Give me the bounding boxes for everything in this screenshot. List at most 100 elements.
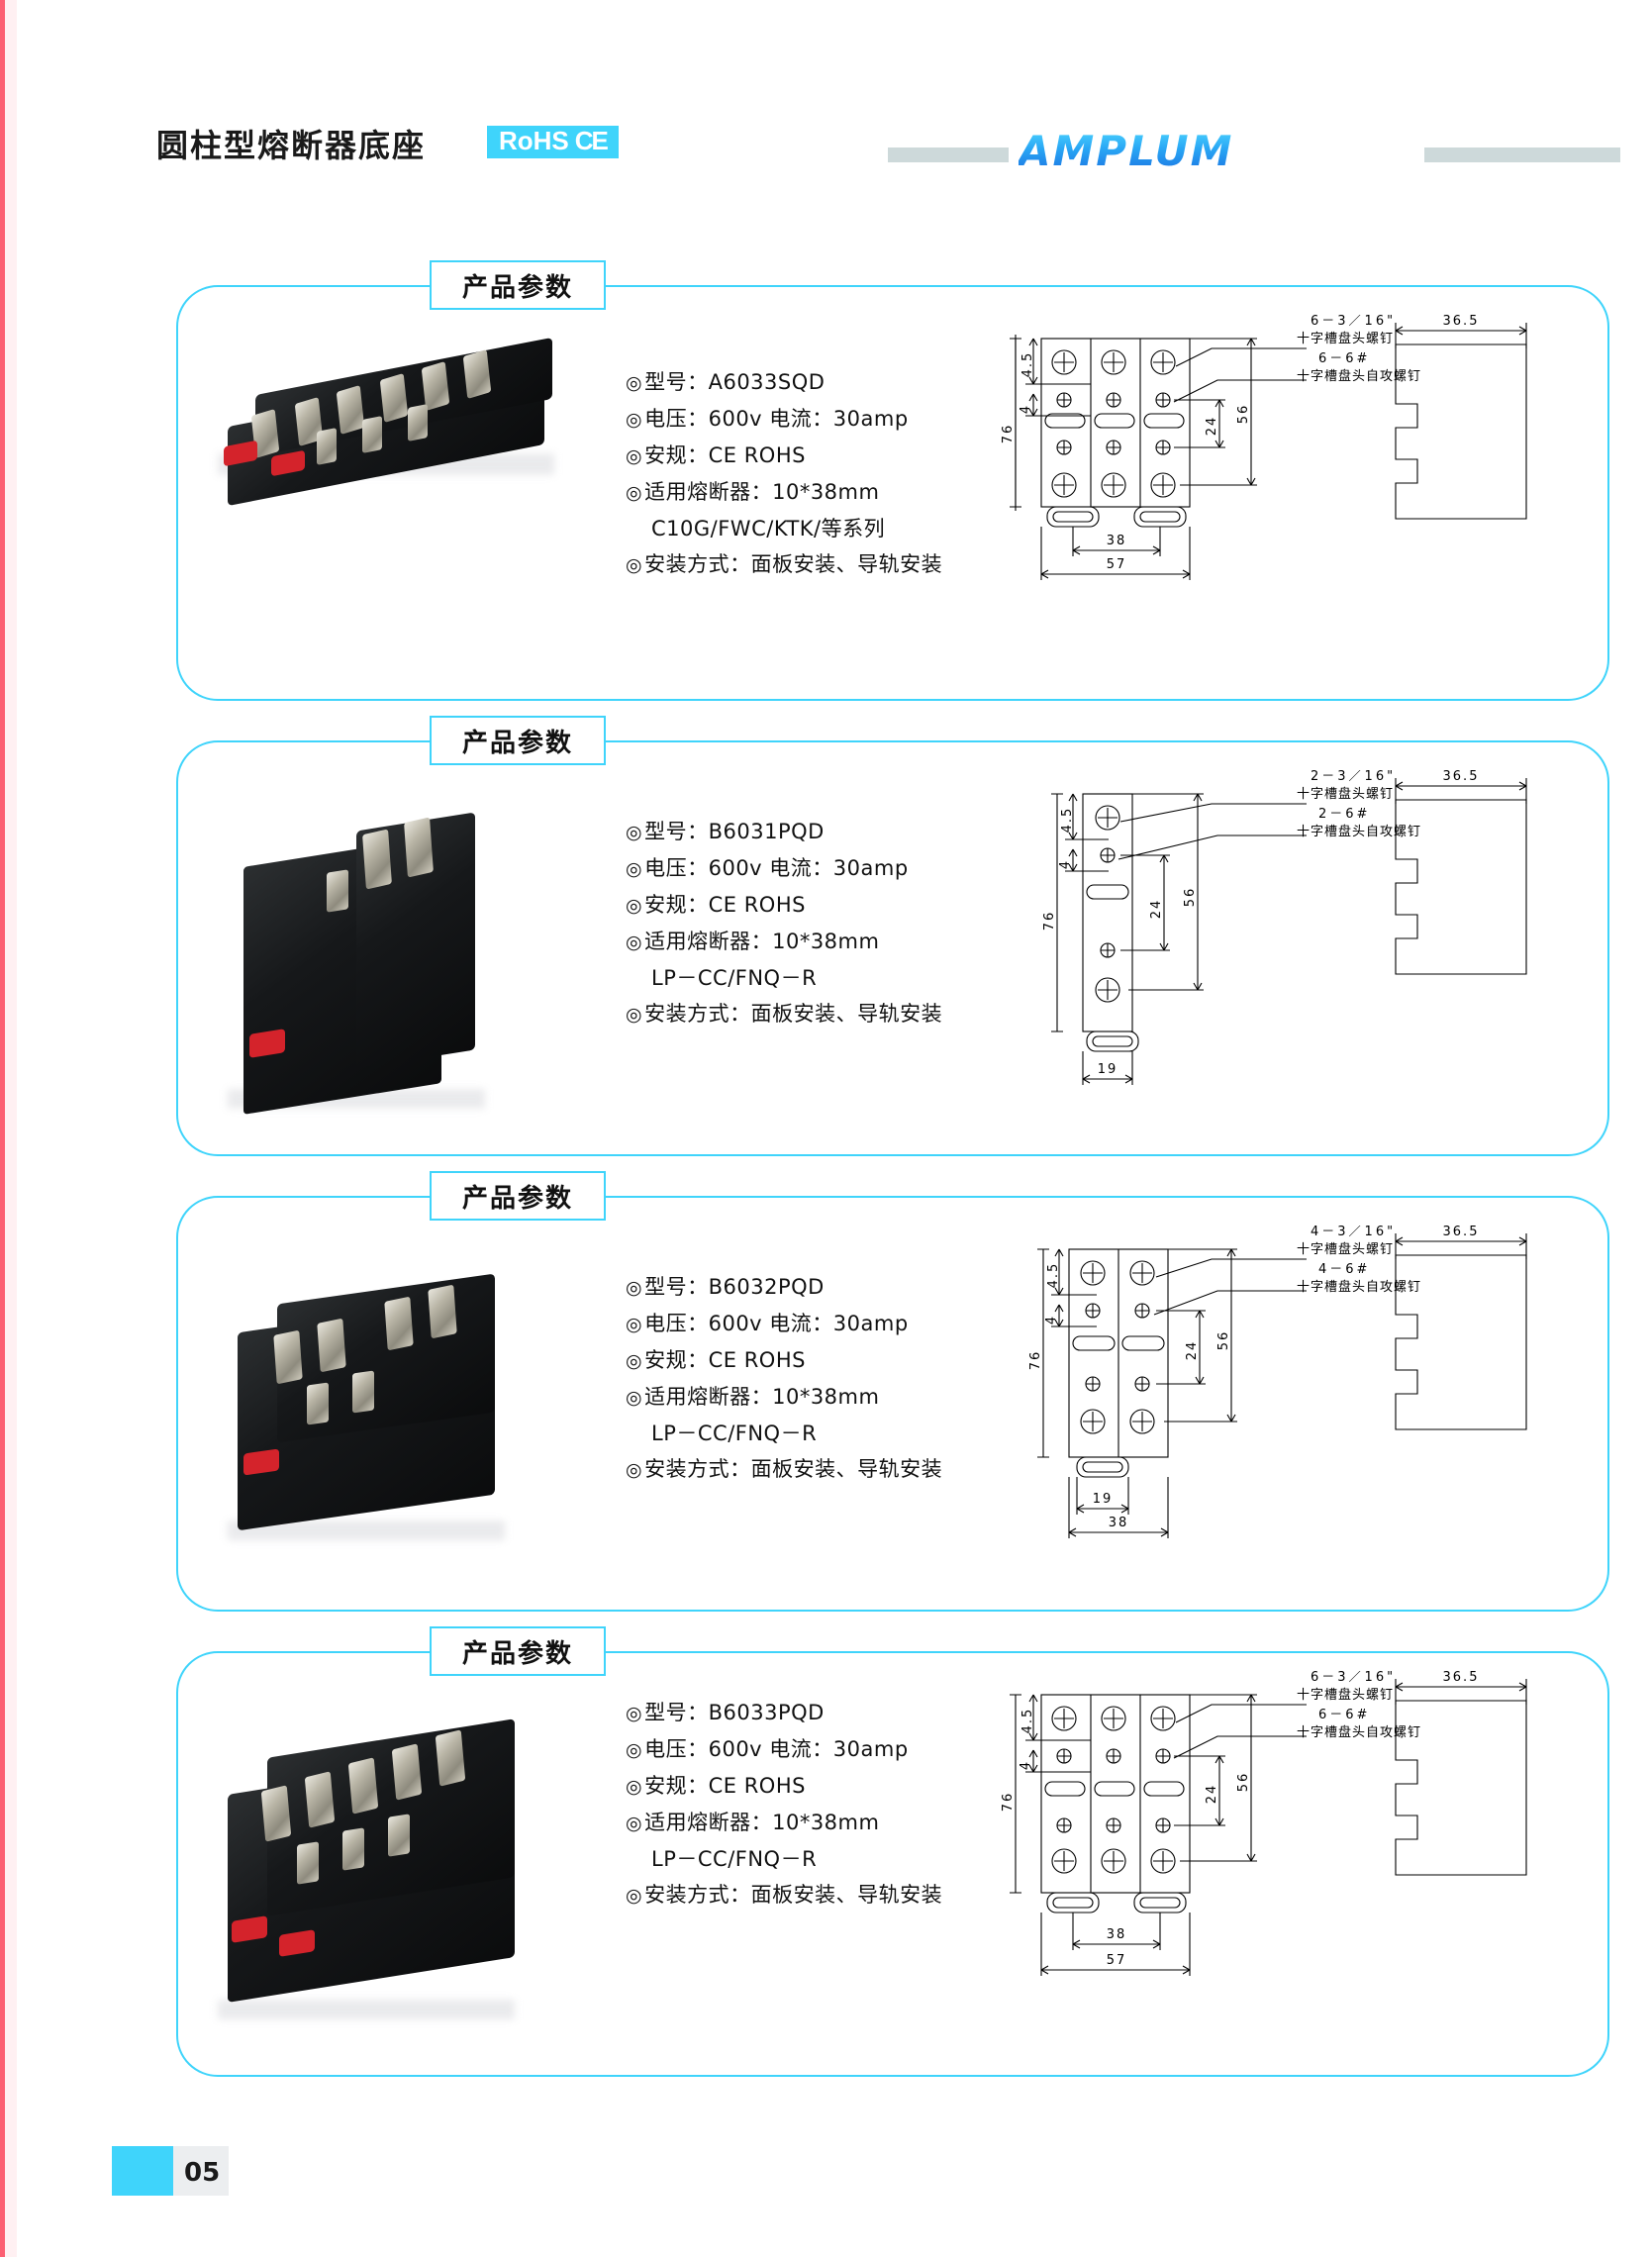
dim-side-width: 36.5: [1443, 770, 1480, 784]
technical-drawing: 76 4.5 4 24 56 19 38 36.5 4－3／16" 十字槽盘头螺…: [970, 1226, 1584, 1602]
spec-bullet-icon: ◎: [626, 372, 643, 394]
dim-small: 4.5: [1060, 807, 1075, 834]
dim-tiny: 4: [1044, 1315, 1059, 1325]
dim-right: 56: [1236, 1772, 1251, 1793]
left-edge-stripe: [0, 0, 5, 2257]
rohs-label: RoHS: [499, 126, 569, 155]
brand-bar-left: [888, 147, 1009, 162]
callout-text: 十字槽盘头自攻螺钉: [1297, 1279, 1421, 1295]
spec-item: ◎安规：CE ROHS: [626, 1768, 942, 1805]
spec-bullet-icon: ◎: [626, 445, 643, 467]
spec-bullet-icon: ◎: [626, 1350, 643, 1372]
spec-bullet-icon: ◎: [626, 482, 643, 504]
technical-drawing: 76 4.5 4 24 56 38 57 36.5 6－3／16" 十字槽盘头螺…: [970, 315, 1584, 691]
spec-text: 型号：A6033SQD: [644, 370, 826, 394]
spec-item: ◎电压：600v 电流：30amp: [626, 1731, 942, 1768]
dim-mid: 24: [1149, 899, 1164, 920]
spec-text: 适用熔断器：10*38mm: [644, 930, 880, 953]
spec-text: 型号：B6033PQD: [644, 1701, 825, 1724]
section-tab: 产品参数: [430, 716, 606, 765]
dim-tiny: 4: [1019, 1760, 1033, 1770]
spec-bullet-icon: ◎: [626, 1885, 643, 1907]
callout-code: 4－3／16": [1311, 1226, 1396, 1239]
dim-mid: 24: [1185, 1340, 1200, 1361]
dim-small: 4.5: [1046, 1262, 1061, 1289]
spec-item: ◎适用熔断器：10*38mm: [626, 924, 942, 960]
spec-bullet-icon: ◎: [626, 1703, 643, 1724]
spec-item: ◎电压：600v 电流：30amp: [626, 850, 942, 887]
product-photo: [198, 327, 584, 507]
technical-drawing: 76 4.5 4 24 56 38 57 36.5 6－3／16" 十字槽盘头螺…: [970, 1671, 1584, 2047]
spec-bullet-icon: ◎: [626, 822, 643, 843]
product-card: [176, 285, 1609, 701]
callout-code: 4－6#: [1318, 1262, 1370, 1277]
spec-bullet-icon: ◎: [626, 554, 643, 576]
spec-text: 电压：600v 电流：30amp: [644, 407, 909, 431]
spec-item: ◎适用熔断器：10*38mm: [626, 1805, 942, 1841]
ce-label: CE: [574, 126, 609, 155]
dim-small: 4.5: [1020, 1708, 1035, 1734]
dim-inner-width: 38: [1107, 534, 1127, 548]
callout-text: 十字槽盘头螺钉: [1297, 1241, 1394, 1257]
dim-mid: 24: [1205, 1784, 1219, 1805]
brand-name: AMPLUM: [1019, 127, 1234, 175]
spec-bullet-icon: ◎: [626, 858, 643, 880]
callout-code: 6－3／16": [1311, 315, 1396, 329]
spec-text: LP－CC/FNQ－R: [651, 966, 818, 990]
dim-height: 76: [1028, 1350, 1043, 1371]
dim-right: 56: [1216, 1330, 1231, 1351]
spec-text: 适用熔断器：10*38mm: [644, 1385, 880, 1409]
dim-small: 4.5: [1020, 351, 1035, 378]
spec-item: ◎型号：B6033PQD: [626, 1695, 942, 1731]
spec-item: LP－CC/FNQ－R: [626, 1841, 942, 1877]
dim-inner-width: 19: [1093, 1492, 1114, 1507]
callout-text: 十字槽盘头螺钉: [1297, 331, 1394, 346]
spec-list: ◎型号：B6033PQD ◎电压：600v 电流：30amp ◎安规：CE RO…: [626, 1695, 942, 1914]
spec-item: ◎安装方式：面板安装、导轨安装: [626, 996, 942, 1032]
spec-text: 型号：B6032PQD: [644, 1275, 825, 1299]
spec-text: 电压：600v 电流：30amp: [644, 1312, 909, 1335]
technical-drawing: 76 4.5 4 24 56 19 36.5 2－3／16" 十字槽盘头螺钉 2…: [970, 770, 1584, 1146]
callout-text: 十字槽盘头自攻螺钉: [1297, 368, 1421, 384]
section-tab: 产品参数: [430, 1171, 606, 1221]
section-tab: 产品参数: [430, 260, 606, 310]
dim-outer-width: 19: [1098, 1062, 1118, 1077]
dim-height: 76: [1042, 911, 1057, 932]
brand-bar-right: [1424, 147, 1620, 162]
spec-list: ◎型号：A6033SQD ◎电压：600v 电流：30amp ◎安规：CE RO…: [626, 364, 942, 583]
spec-bullet-icon: ◎: [626, 895, 643, 917]
callout-code: 6－6#: [1318, 1708, 1370, 1722]
spec-bullet-icon: ◎: [626, 1813, 643, 1834]
spec-text: LP－CC/FNQ－R: [651, 1422, 818, 1445]
callout-code: 6－6#: [1318, 351, 1370, 366]
section-tab-label: 产品参数: [461, 1183, 573, 1214]
spec-text: 安装方式：面板安装、导轨安装: [644, 552, 943, 576]
spec-item: C10G/FWC/KTK/等系列: [626, 511, 942, 546]
callout-text: 十字槽盘头自攻螺钉: [1297, 824, 1421, 839]
spec-bullet-icon: ◎: [626, 932, 643, 953]
spec-item: ◎安装方式：面板安装、导轨安装: [626, 1877, 942, 1914]
dim-mid: 24: [1205, 416, 1219, 437]
product-photo: [208, 1255, 584, 1552]
spec-item: ◎安规：CE ROHS: [626, 1342, 942, 1379]
spec-item: ◎适用熔断器：10*38mm: [626, 474, 942, 511]
dim-tiny: 4: [1019, 404, 1033, 414]
spec-item: ◎型号：B6032PQD: [626, 1269, 942, 1306]
spec-item: ◎安规：CE ROHS: [626, 887, 942, 924]
spec-item: ◎型号：A6033SQD: [626, 364, 942, 401]
callout-text: 十字槽盘头自攻螺钉: [1297, 1724, 1421, 1740]
dim-right: 56: [1183, 887, 1198, 908]
spec-item: ◎型号：B6031PQD: [626, 814, 942, 850]
footer-accent-block: [112, 2146, 173, 2196]
spec-text: 电压：600v 电流：30amp: [644, 1737, 909, 1761]
section-tab: 产品参数: [430, 1626, 606, 1676]
spec-list: ◎型号：B6031PQD ◎电压：600v 电流：30amp ◎安规：CE RO…: [626, 814, 942, 1032]
spec-item: ◎安装方式：面板安装、导轨安装: [626, 1451, 942, 1488]
spec-bullet-icon: ◎: [626, 1776, 643, 1798]
spec-list: ◎型号：B6032PQD ◎电压：600v 电流：30amp ◎安规：CE RO…: [626, 1269, 942, 1488]
spec-text: 安规：CE ROHS: [644, 1348, 806, 1372]
spec-text: 安装方式：面板安装、导轨安装: [644, 1883, 943, 1907]
